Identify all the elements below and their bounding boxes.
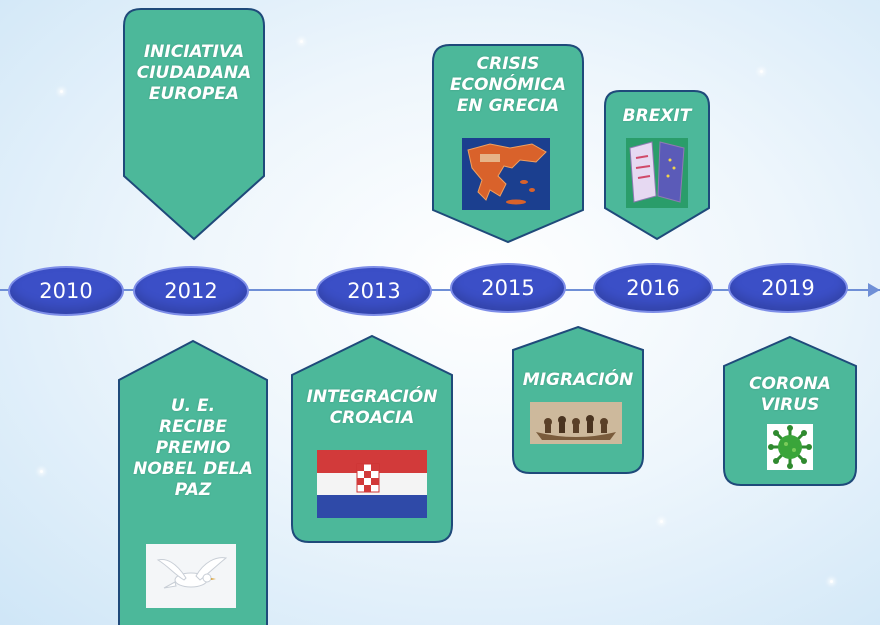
callout-iniciativa-ciudadana: INICIATIVA CIUDADANA EUROPEA	[123, 8, 265, 241]
greece-map-image	[462, 138, 550, 210]
sparkle	[60, 90, 63, 93]
event-label-croacia: INTEGRACIÓN CROACIA	[306, 387, 438, 428]
callout-migracion: MIGRACIÓN	[512, 325, 644, 474]
timeline-axis	[0, 289, 880, 291]
event-label-migracion: MIGRACIÓN	[522, 370, 634, 390]
callout-brexit: BREXIT	[604, 90, 710, 241]
timeline-arrow-head	[868, 283, 880, 297]
sparkle	[660, 520, 663, 523]
sparkle	[830, 580, 833, 583]
year-2015: 2015	[450, 263, 566, 313]
virus-image	[767, 424, 813, 470]
dove-image	[146, 544, 236, 608]
sparkle	[40, 470, 43, 473]
callout-shape	[723, 335, 857, 486]
year-2016: 2016	[593, 263, 713, 313]
sparkle	[760, 70, 763, 73]
callout-shape	[512, 325, 644, 474]
migration-image	[530, 402, 622, 444]
event-label-nobel: U. E. RECIBE PREMIO NOBEL DELA PAZ	[133, 396, 253, 500]
brexit-image	[626, 138, 688, 208]
event-label-iniciativa: INICIATIVA CIUDADANA EUROPEA	[136, 42, 252, 104]
year-2019: 2019	[728, 263, 848, 313]
event-label-corona: CORONA VIRUS	[749, 374, 831, 415]
callout-crisis-grecia: CRISIS ECONÓMICA EN GRECIA	[432, 44, 584, 244]
callout-premio-nobel: U. E. RECIBE PREMIO NOBEL DELA PAZ	[118, 339, 268, 625]
sparkle	[300, 40, 303, 43]
callout-shape	[123, 8, 265, 241]
year-2012: 2012	[133, 266, 249, 316]
callout-integracion-croacia: INTEGRACIÓN CROACIA	[291, 334, 453, 543]
event-label-brexit: BREXIT	[622, 106, 692, 126]
year-2010: 2010	[8, 266, 124, 316]
year-2013: 2013	[316, 266, 432, 316]
croatia-flag-image	[317, 450, 427, 518]
callout-corona-virus: CORONA VIRUS	[723, 335, 857, 486]
event-label-grecia: CRISIS ECONÓMICA EN GRECIA	[449, 54, 567, 116]
